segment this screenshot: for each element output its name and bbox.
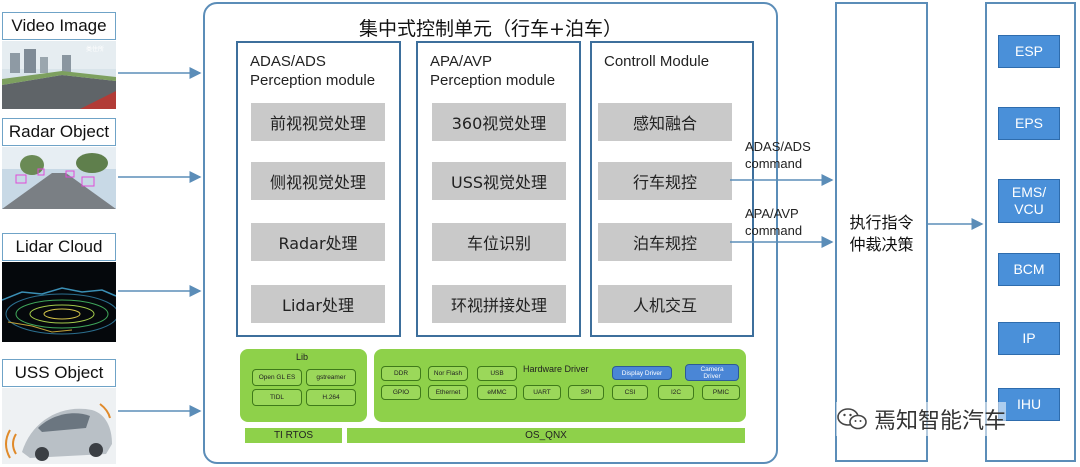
executor-frame bbox=[835, 2, 928, 462]
executor-line2: 仲裁决策 bbox=[849, 235, 914, 254]
driver-gpio: GPIO bbox=[381, 385, 421, 400]
lib-opengl: Open GL ES bbox=[252, 369, 302, 386]
driver-usb: USB bbox=[477, 366, 517, 381]
module-control-title: Controll Module bbox=[604, 52, 709, 71]
ecu-vcu-label: VCU bbox=[1014, 201, 1044, 217]
ecu-frame bbox=[985, 2, 1076, 462]
lib-tidl: TIDL bbox=[252, 389, 302, 406]
radar-image bbox=[2, 147, 116, 209]
wechat-icon bbox=[837, 408, 867, 430]
box-360-vision: 360视觉处理 bbox=[432, 103, 566, 141]
module-apa-title-line1: APA/AVP bbox=[430, 53, 492, 70]
executor-arrow bbox=[928, 218, 984, 230]
uss-image bbox=[2, 388, 116, 464]
driver-nor-flash: Nor Flash bbox=[428, 366, 468, 381]
driver-ddr: DDR bbox=[381, 366, 421, 381]
executor-label: 执行指令 仲裁决策 bbox=[835, 212, 928, 256]
box-front-vision: 前视视觉处理 bbox=[251, 103, 385, 141]
ecu-ems-vcu: EMS/ VCU bbox=[998, 179, 1060, 223]
command-arrows bbox=[730, 174, 834, 248]
lib-h264: H.264 bbox=[306, 389, 356, 406]
watermark-text: 焉知智能汽车 bbox=[874, 409, 1007, 434]
module-apa-title: APA/AVP Perception module bbox=[430, 52, 555, 90]
box-hmi: 人机交互 bbox=[598, 285, 732, 323]
module-control-title-line1: Controll Module bbox=[604, 53, 710, 70]
module-adas-title-line2: Perception module bbox=[250, 72, 376, 89]
command-adas-label: ADAS/ADS command bbox=[745, 138, 811, 172]
sensor-label-radar: Radar Object bbox=[2, 118, 116, 146]
video-image: 类住所 bbox=[2, 41, 116, 109]
driver-ethernet: Ethernet bbox=[428, 385, 468, 400]
box-driving-planning: 行车规控 bbox=[598, 162, 732, 200]
ecu-esp-label: ESP bbox=[1014, 43, 1043, 59]
ecu-ihu-label: IHU bbox=[1016, 396, 1042, 412]
driver-uart: UART bbox=[523, 385, 561, 400]
video-overlay-text: 类住所 bbox=[86, 45, 104, 53]
box-side-vision: 侧视视觉处理 bbox=[251, 162, 385, 200]
box-surround-stitching: 环视拼接处理 bbox=[432, 285, 566, 323]
watermark: 焉知智能汽车 bbox=[836, 402, 1007, 436]
command-adas-line1: ADAS/ADS bbox=[745, 139, 811, 154]
driver-emmc: eMMC bbox=[477, 385, 517, 400]
ecu-ems-label: EMS/ bbox=[1011, 184, 1047, 200]
driver-i2c: I2C bbox=[658, 385, 694, 400]
box-parking-planning: 泊车规控 bbox=[598, 223, 732, 261]
ecu-eps-label: EPS bbox=[1014, 115, 1043, 131]
sensor-arrows bbox=[118, 67, 202, 417]
sensor-label-lidar: Lidar Cloud bbox=[2, 233, 116, 261]
os-bar: OS_QNX bbox=[347, 428, 745, 443]
box-radar-processing: Radar处理 bbox=[251, 223, 385, 261]
sensor-label-video: Video Image bbox=[2, 12, 116, 40]
ecu-ihu: IHU bbox=[998, 388, 1060, 421]
driver-spi: SPI bbox=[568, 385, 604, 400]
command-adas-line2: command bbox=[745, 156, 803, 171]
box-uss-vision: USS视觉处理 bbox=[432, 162, 566, 200]
module-apa-title-line2: Perception module bbox=[430, 72, 556, 89]
ecu-esp: ESP bbox=[998, 35, 1060, 68]
executor-line1: 执行指令 bbox=[849, 213, 914, 232]
ecu-ip: IP bbox=[998, 322, 1060, 355]
lib-gstreamer: gstreamer bbox=[306, 369, 356, 386]
lidar-image bbox=[2, 262, 116, 342]
central-control-unit-title: 集中式控制单元（行车+泊车） bbox=[359, 18, 622, 40]
module-adas-title-line1: ADAS/ADS bbox=[250, 53, 326, 70]
ecu-bcm: BCM bbox=[998, 253, 1060, 286]
box-lidar-processing: Lidar处理 bbox=[251, 285, 385, 323]
sensor-label-uss: USS Object bbox=[2, 359, 116, 387]
hardware-driver-title: Hardware Driver bbox=[523, 364, 589, 374]
driver-camera: Camera Driver bbox=[685, 364, 739, 381]
lib-title: Lib bbox=[296, 352, 309, 362]
command-apa-line1: APA/AVP bbox=[745, 206, 799, 221]
ecu-bcm-label: BCM bbox=[1013, 261, 1045, 277]
rtos-bar: TI RTOS bbox=[245, 428, 342, 443]
driver-pmic: PMIC bbox=[702, 385, 740, 400]
command-apa-line2: command bbox=[745, 223, 803, 238]
driver-display: Display Driver bbox=[612, 366, 672, 380]
box-perception-fusion: 感知融合 bbox=[598, 103, 732, 141]
ecu-ip-label: IP bbox=[1022, 330, 1036, 346]
command-apa-label: APA/AVP command bbox=[745, 205, 802, 239]
driver-csi: CSI bbox=[612, 385, 648, 400]
ecu-eps: EPS bbox=[998, 107, 1060, 140]
module-adas-title: ADAS/ADS Perception module bbox=[250, 52, 375, 90]
box-slot-recognition: 车位识别 bbox=[432, 223, 566, 261]
